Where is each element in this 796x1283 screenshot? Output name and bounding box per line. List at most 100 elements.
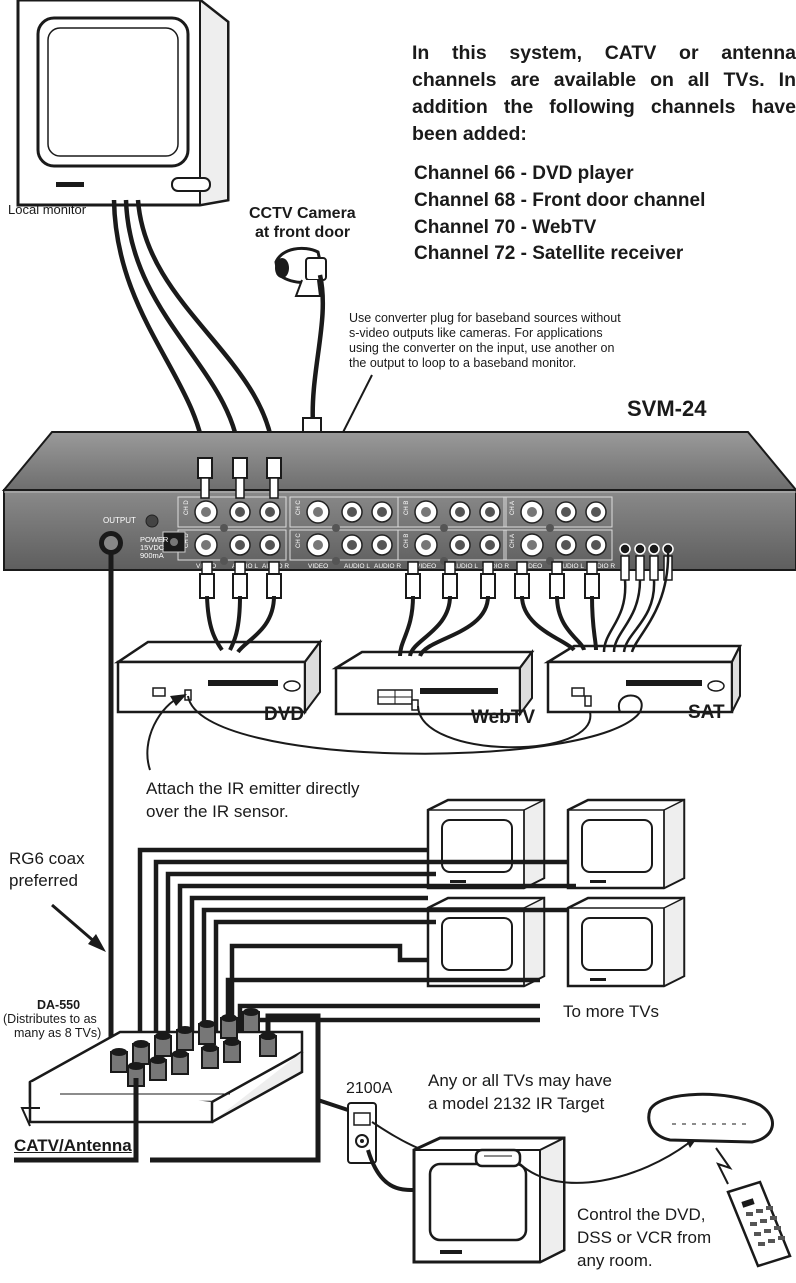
- da550-label: DA-550: [37, 998, 81, 1012]
- ir-signal-zigzag: [715, 1147, 733, 1185]
- converter-note-line-2: s-video outputs like cameras. For applic…: [349, 326, 603, 340]
- da550-port-top: [177, 1026, 193, 1034]
- rf-jack-small: [634, 543, 646, 555]
- ir-target-arrow: [519, 1141, 691, 1184]
- rca-plug-bottom-body: [549, 573, 565, 599]
- dvd-player: [113, 639, 323, 715]
- distribution-cable: [165, 871, 436, 1050]
- intro-paragraph: In this system, CATV or antenna channels…: [412, 40, 796, 148]
- da550-port-top: [202, 1044, 218, 1052]
- rca-jack-center: [455, 507, 465, 517]
- rca-jack-center: [265, 507, 275, 517]
- channel-tag: CH C: [296, 533, 302, 548]
- jack-label: VIDEO: [416, 563, 436, 570]
- dvd-label: DVD: [264, 704, 305, 725]
- distribution-cable: [153, 859, 568, 1050]
- webtv-label: WebTV: [471, 707, 536, 728]
- jack-label: VIDEO: [308, 563, 328, 570]
- tv-grid: [426, 798, 686, 988]
- channel-tag: CH B: [404, 501, 410, 515]
- catv-input-cable-2: [150, 1013, 321, 1163]
- rca-jack-center: [485, 540, 495, 550]
- cctv-camera: [274, 246, 327, 426]
- distribution-cable: [189, 895, 428, 1050]
- rca-plug-bottom: [551, 561, 563, 575]
- power-label-3: 900mA: [140, 551, 164, 560]
- more-tvs-label: To more TVs: [563, 1002, 660, 1021]
- rca-plug-bottom: [516, 561, 528, 575]
- coax-note-arrowhead: [88, 934, 106, 952]
- ir-note-line-2: over the IR sensor.: [146, 802, 289, 821]
- intro-line-3: addition the following channels have: [412, 96, 796, 118]
- rca-plug-bottom-body: [480, 573, 496, 599]
- power-label-2: 15VDC: [140, 543, 165, 552]
- da550-port-top: [243, 1008, 259, 1016]
- output-label: OUTPUT: [103, 516, 136, 525]
- rf-plug: [649, 555, 659, 581]
- power-jack: [145, 514, 186, 553]
- rca-plug-top: [232, 457, 248, 479]
- tv-screen: [581, 917, 653, 971]
- rf-plug: [635, 555, 645, 581]
- channel-tag: CH C: [296, 500, 302, 515]
- catv-label: CATV/Antenna: [14, 1136, 132, 1155]
- rca-plug-bottom-body: [514, 573, 530, 599]
- tv-set-1: [426, 798, 546, 890]
- da550-port-top: [128, 1062, 144, 1070]
- coax-note-line-2: preferred: [9, 871, 78, 890]
- distribution-cable: [177, 883, 576, 1050]
- svideo-jack-center: [421, 540, 431, 550]
- local-monitor: [16, 0, 230, 207]
- rca-jack-center: [591, 540, 601, 550]
- model-label: SVM-24: [627, 396, 707, 421]
- rca-plug-bottom: [407, 561, 419, 575]
- rca-jack-center: [347, 507, 357, 517]
- rca-plug-bottom: [268, 561, 280, 575]
- power-label-1: POWER: [140, 535, 169, 544]
- ir-target-large: [647, 1092, 774, 1144]
- svideo-jack-center: [201, 507, 211, 517]
- intro-line-2: channels are available on all TVs. In: [412, 69, 796, 91]
- channel-72: Channel 72 - Satellite receiver: [414, 243, 684, 264]
- rca-plug-bottom: [201, 561, 213, 575]
- svideo-jack-center: [421, 507, 431, 517]
- rca-plug-bottom: [482, 561, 494, 575]
- svideo-jack-center: [201, 540, 211, 550]
- ir-note-line-1: Attach the IR emitter directly: [146, 779, 360, 798]
- rf-jack-small: [619, 543, 631, 555]
- screw-hole: [546, 524, 554, 532]
- control-note-line-2: DSS or VCR from: [577, 1228, 712, 1247]
- camera-label-2: at front door: [255, 224, 351, 241]
- rca-plug-top: [197, 457, 213, 479]
- screw-hole: [220, 524, 228, 532]
- control-note-line-3: any room.: [577, 1251, 653, 1270]
- da550-port-top: [172, 1050, 188, 1058]
- tv-side: [663, 896, 685, 988]
- tv-set-2: [566, 798, 686, 890]
- output-connector: [99, 531, 123, 555]
- catv-input-cable: [14, 1078, 139, 1163]
- da550-port-top: [111, 1048, 127, 1056]
- channel-tag: CH D: [184, 533, 190, 548]
- channel-tag: CH A: [510, 501, 516, 515]
- control-note-line-1: Control the DVD,: [577, 1205, 706, 1224]
- screw-hole: [440, 524, 448, 532]
- rca-jack-center: [235, 540, 245, 550]
- da550-port-top: [133, 1040, 149, 1048]
- jack-group-bottom-frame: [397, 529, 507, 561]
- intro-line-1: In this system, CATV or antenna: [412, 42, 796, 64]
- sat-label: SAT: [688, 702, 725, 723]
- wall-plate-label: 2100A: [346, 1080, 393, 1097]
- rca-jack-center: [235, 507, 245, 517]
- jack-label: AUDIO L: [452, 563, 478, 570]
- ir-target-2132: [474, 1148, 522, 1168]
- channel-68: Channel 68 - Front door channel: [414, 190, 706, 211]
- svideo-jack-center: [313, 540, 323, 550]
- coax-note-line-1: RG6 coax: [9, 849, 85, 868]
- jack-label: AUDIO R: [374, 563, 401, 570]
- rca-jack-center: [265, 540, 275, 550]
- rca-plug-bottom-body: [584, 573, 600, 599]
